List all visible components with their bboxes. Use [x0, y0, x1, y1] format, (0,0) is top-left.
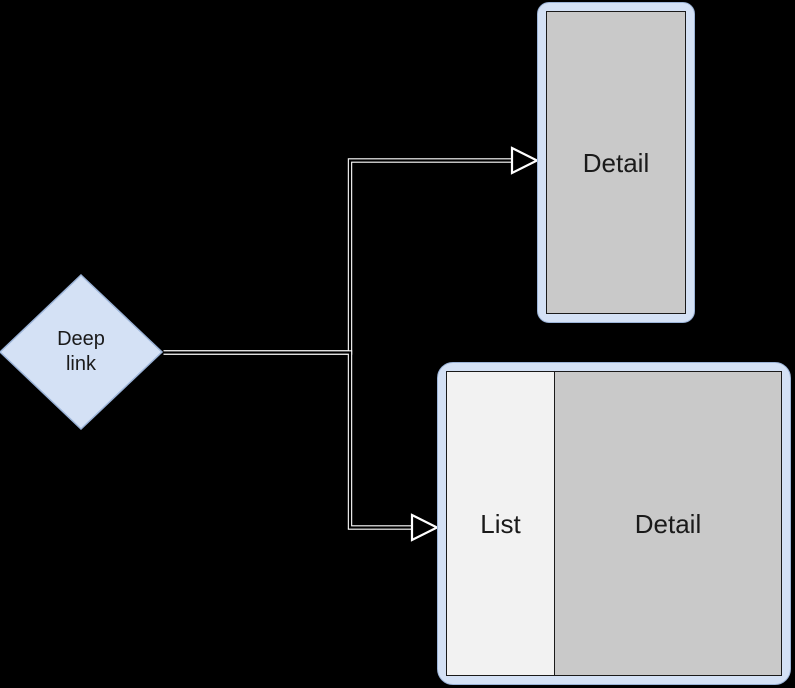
diamond-shape: [0, 274, 163, 430]
arrowhead-open-triangle: [410, 513, 440, 542]
node-phone-frame[interactable]: Detail: [537, 2, 695, 323]
tablet-pane-list[interactable]: List: [447, 372, 555, 675]
tablet-pane-detail[interactable]: Detail: [555, 372, 781, 675]
phone-screen: Detail: [546, 11, 686, 314]
phone-pane-detail[interactable]: Detail: [547, 12, 685, 313]
tablet-screen: List Detail: [446, 371, 782, 676]
connector-deep-link-to-tablet-list-detail[interactable]: [163, 350, 440, 542]
node-tablet-frame[interactable]: List Detail: [437, 362, 791, 685]
arrowhead-open-triangle: [510, 146, 540, 175]
node-deep-link[interactable]: Deep link: [0, 274, 163, 430]
connector-deep-link-to-phone-detail[interactable]: [163, 146, 540, 355]
